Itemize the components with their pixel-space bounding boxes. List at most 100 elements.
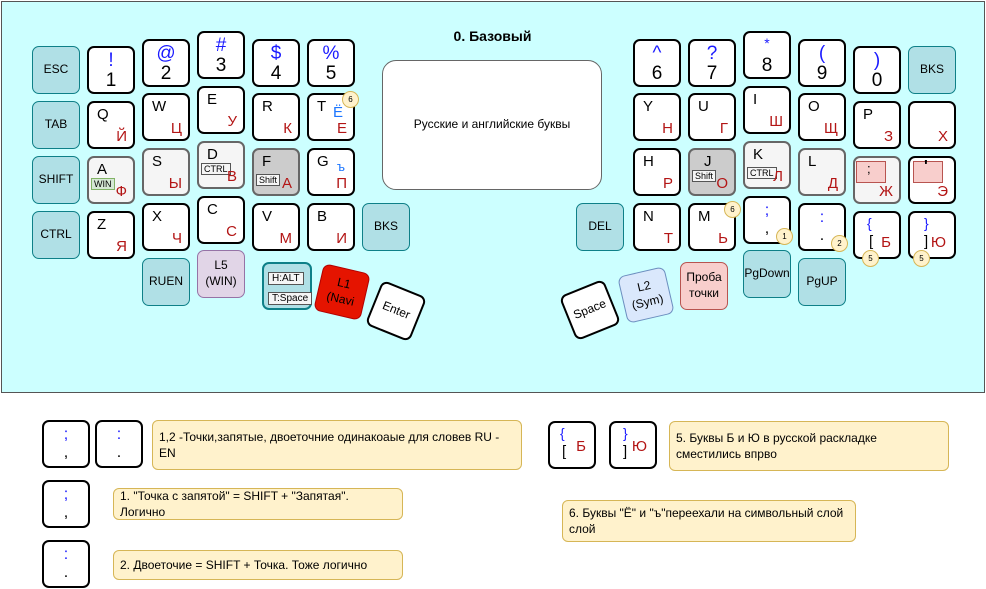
key-2[interactable]: @2 bbox=[142, 39, 190, 87]
layer-description: Русские и английские буквы bbox=[413, 117, 571, 132]
key-bracket-left-b[interactable]: {[Б bbox=[853, 211, 901, 259]
key-hold-modifier: CTRL bbox=[201, 163, 231, 175]
key-ruen[interactable]: RUEN bbox=[142, 258, 190, 306]
key-page-up[interactable]: PgUP bbox=[798, 258, 846, 306]
key-shift-symbol: ! bbox=[108, 50, 114, 71]
key-symbol: , bbox=[764, 220, 770, 237]
key-ru-letter: Э bbox=[937, 183, 948, 200]
note-text: 6. Буквы "Ё" и "ъ"переехали на символьны… bbox=[569, 505, 844, 536]
key-en-letter: K bbox=[753, 146, 764, 163]
key-ru-letter-alt: ъ bbox=[336, 159, 345, 174]
key-ru-letter: Ч bbox=[172, 230, 182, 247]
key-backspace-right[interactable]: BKS bbox=[908, 46, 956, 94]
key-digit: 5 bbox=[325, 63, 337, 84]
key-ru-letter: Я bbox=[116, 238, 127, 255]
key-ru-letter: Б bbox=[576, 438, 586, 455]
key-label: BKS bbox=[919, 62, 944, 77]
key-kh[interactable]: Х bbox=[908, 101, 956, 149]
key-esc[interactable]: ESC bbox=[32, 46, 80, 94]
key-ru-letter: Б bbox=[881, 234, 891, 251]
key-shift-symbol: : bbox=[819, 209, 825, 226]
key-alt-space[interactable]: H:ALT T:Space bbox=[262, 262, 313, 310]
legend-key-period: :. bbox=[95, 420, 143, 468]
key-ru-letter: Ж bbox=[879, 183, 893, 200]
key-quote-e[interactable]: 'Э bbox=[908, 156, 956, 204]
key-ru-letter: Ц bbox=[170, 120, 182, 137]
key-ru-letter: О bbox=[716, 175, 728, 192]
legend-key-colon: :. bbox=[42, 540, 90, 588]
key-3[interactable]: #3 bbox=[197, 31, 245, 79]
key-0[interactable]: )0 bbox=[853, 46, 901, 94]
key-delete[interactable]: DEL bbox=[576, 203, 624, 251]
key-ru-letter: Ю bbox=[930, 234, 946, 251]
key-ctrl[interactable]: CTRL bbox=[32, 211, 80, 259]
note-punctuation-same: 1,2 -Точки,запятые, двоеточние одинакоаы… bbox=[152, 420, 522, 470]
key-7[interactable]: ?7 bbox=[688, 39, 736, 87]
key-symbol: . bbox=[819, 227, 825, 244]
key-en-letter: A bbox=[97, 161, 108, 178]
key-shift-symbol: % bbox=[322, 43, 340, 64]
key-ru-letter: Т bbox=[663, 230, 673, 247]
key-9[interactable]: (9 bbox=[798, 39, 846, 87]
key-comma[interactable]: ;, bbox=[743, 196, 791, 244]
key-en-letter: L bbox=[808, 153, 817, 170]
key-page-down[interactable]: PgDown bbox=[743, 250, 791, 298]
key-label: Enter bbox=[380, 298, 413, 323]
key-en-letter: F bbox=[262, 153, 272, 170]
key-4[interactable]: $4 bbox=[252, 39, 300, 87]
key-symbol: ] bbox=[924, 233, 929, 250]
key-backspace-left[interactable]: BKS bbox=[362, 203, 410, 251]
key-symbol: [ bbox=[562, 443, 567, 460]
key-tab[interactable]: TAB bbox=[32, 101, 80, 149]
key-6[interactable]: ^6 bbox=[633, 39, 681, 87]
key-en-letter: J bbox=[704, 153, 712, 170]
note-text: 1,2 -Точки,запятые, двоеточние одинакоаы… bbox=[159, 429, 500, 460]
key-en-letter: Z bbox=[97, 216, 107, 233]
key-shift[interactable]: SHIFT bbox=[32, 156, 80, 204]
key-5[interactable]: %5 bbox=[307, 39, 355, 87]
moved-symbol-highlight bbox=[913, 161, 943, 183]
key-symbol: ] bbox=[623, 443, 628, 460]
key-en-letter: U bbox=[698, 98, 709, 115]
key-en-letter: P bbox=[863, 106, 874, 123]
legend-key-semicolon: ;, bbox=[42, 480, 90, 528]
key-ru-letter: К bbox=[283, 120, 292, 137]
key-8[interactable]: *8 bbox=[743, 31, 791, 79]
key-layer-5[interactable]: L5(WIN) bbox=[197, 250, 245, 298]
key-1[interactable]: !1 bbox=[87, 46, 135, 94]
key-semicolon-zh[interactable]: ;Ж bbox=[853, 156, 901, 204]
key-shift-symbol: ; bbox=[63, 486, 69, 503]
key-hold-modifier: WIN bbox=[91, 178, 115, 190]
layer-description-box: Русские и английские буквы bbox=[382, 60, 602, 190]
key-hold-modifier: Shift bbox=[692, 170, 717, 182]
key-digit: 6 bbox=[651, 63, 663, 84]
note-badge: 5 bbox=[862, 250, 879, 267]
key-label: L5 bbox=[214, 258, 228, 273]
